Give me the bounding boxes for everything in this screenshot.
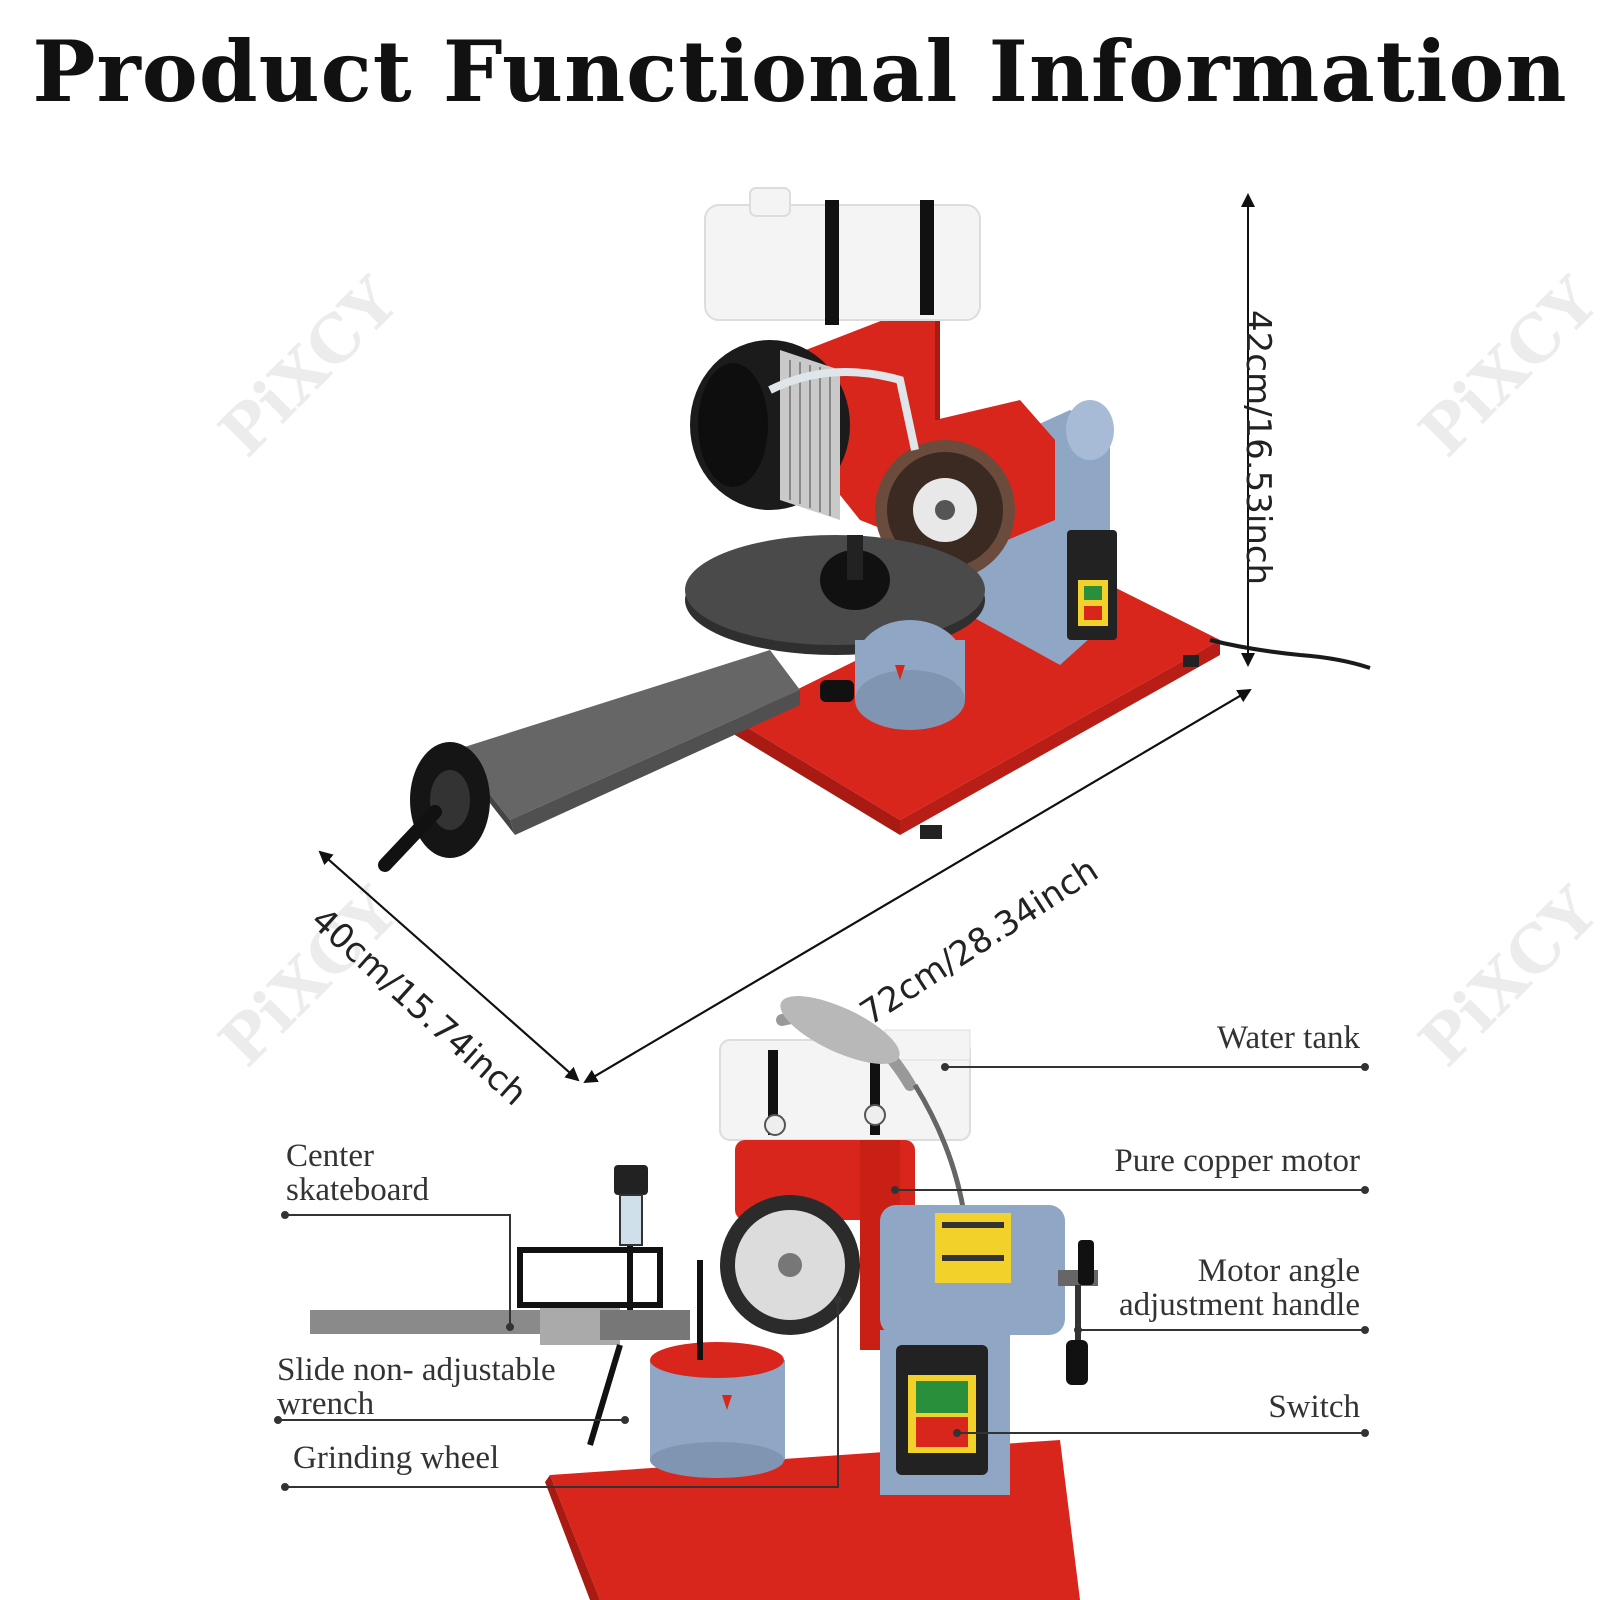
callout-center-line2: skateboard [286, 1172, 429, 1208]
slide-arm [310, 1310, 560, 1334]
callout-slide-wrench: Slide non- adjustable wrench [277, 1353, 556, 1421]
callout-motor-angle: Motor angle adjustment handle [1119, 1254, 1360, 1322]
slide-arm [455, 650, 800, 820]
machine-top-view [378, 187, 1371, 872]
angle-handle [1066, 1340, 1088, 1385]
machine-front-view [310, 996, 1098, 1600]
callout-water-tank: Water tank [1216, 1020, 1360, 1056]
callout-motor-angle-line1: Motor angle [1197, 1253, 1360, 1289]
callout-switch: Switch [1268, 1389, 1360, 1425]
callout-slide-line1: Slide non- adjustable [277, 1352, 556, 1388]
dimension-arrows [318, 193, 1255, 1084]
callout-motor-angle-line2: adjustment handle [1118, 1287, 1360, 1323]
start-button [916, 1381, 968, 1413]
page-title: Product Functional Information [32, 22, 1568, 121]
callout-motor: Pure copper motor [1114, 1143, 1360, 1179]
leader-lines [274, 1063, 1369, 1491]
water-tank [704, 204, 981, 321]
work-lamp [780, 996, 900, 1064]
callout-slide-line2: wrench [277, 1386, 375, 1422]
height-dimension-label: 42cm/16.53inch [1238, 310, 1278, 586]
callout-grinding-wheel: Grinding wheel [293, 1440, 500, 1476]
callout-center-skateboard: Center skateboard [286, 1139, 429, 1207]
callout-center-line1: Center [286, 1138, 374, 1174]
